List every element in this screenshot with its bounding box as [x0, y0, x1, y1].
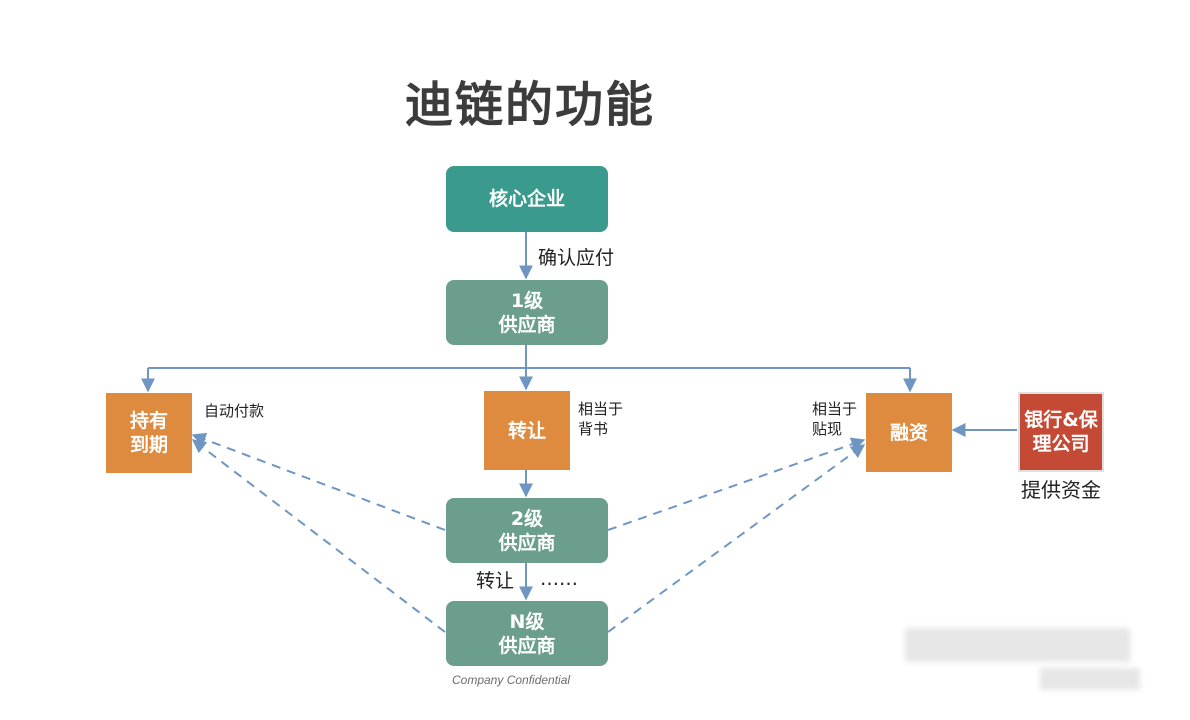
node-core-enterprise: 核心企业: [446, 166, 608, 232]
node-bank-factoring: 银行&保 理公司: [1018, 392, 1104, 472]
node-transfer: 转让: [484, 391, 570, 470]
dashed-tierN-to-financing: [607, 444, 866, 633]
label-provide-funds: 提供资金: [1021, 478, 1101, 502]
dashed-tier2-to-financing: [607, 437, 866, 531]
page-title: 迪链的功能: [405, 77, 656, 133]
label-auto-payment: 自动付款: [204, 402, 265, 420]
dashed-tierN-to-hold: [191, 439, 446, 633]
label-ellipsis: ……: [540, 568, 578, 590]
footer-note: Company Confidential: [452, 673, 571, 687]
node-hold-to-maturity: 持有 到期: [106, 393, 192, 473]
node-tier2-supplier: 2级 供应商: [446, 498, 608, 563]
blurred-watermark: [905, 628, 1130, 662]
node-tierN-supplier: N级 供应商: [446, 601, 608, 666]
label-confirm-payable: 确认应付: [538, 247, 615, 269]
blurred-watermark-small: [1040, 668, 1140, 690]
node-tier1-supplier: 1级 供应商: [446, 280, 608, 345]
dashed-tier2-to-hold: [191, 432, 446, 531]
node-financing: 融资: [866, 393, 952, 472]
label-equivalent-endorsement: 相当于 背书: [578, 400, 624, 438]
label-equivalent-discount: 相当于 贴现: [812, 400, 858, 438]
label-transfer-between: 转让: [476, 570, 515, 592]
